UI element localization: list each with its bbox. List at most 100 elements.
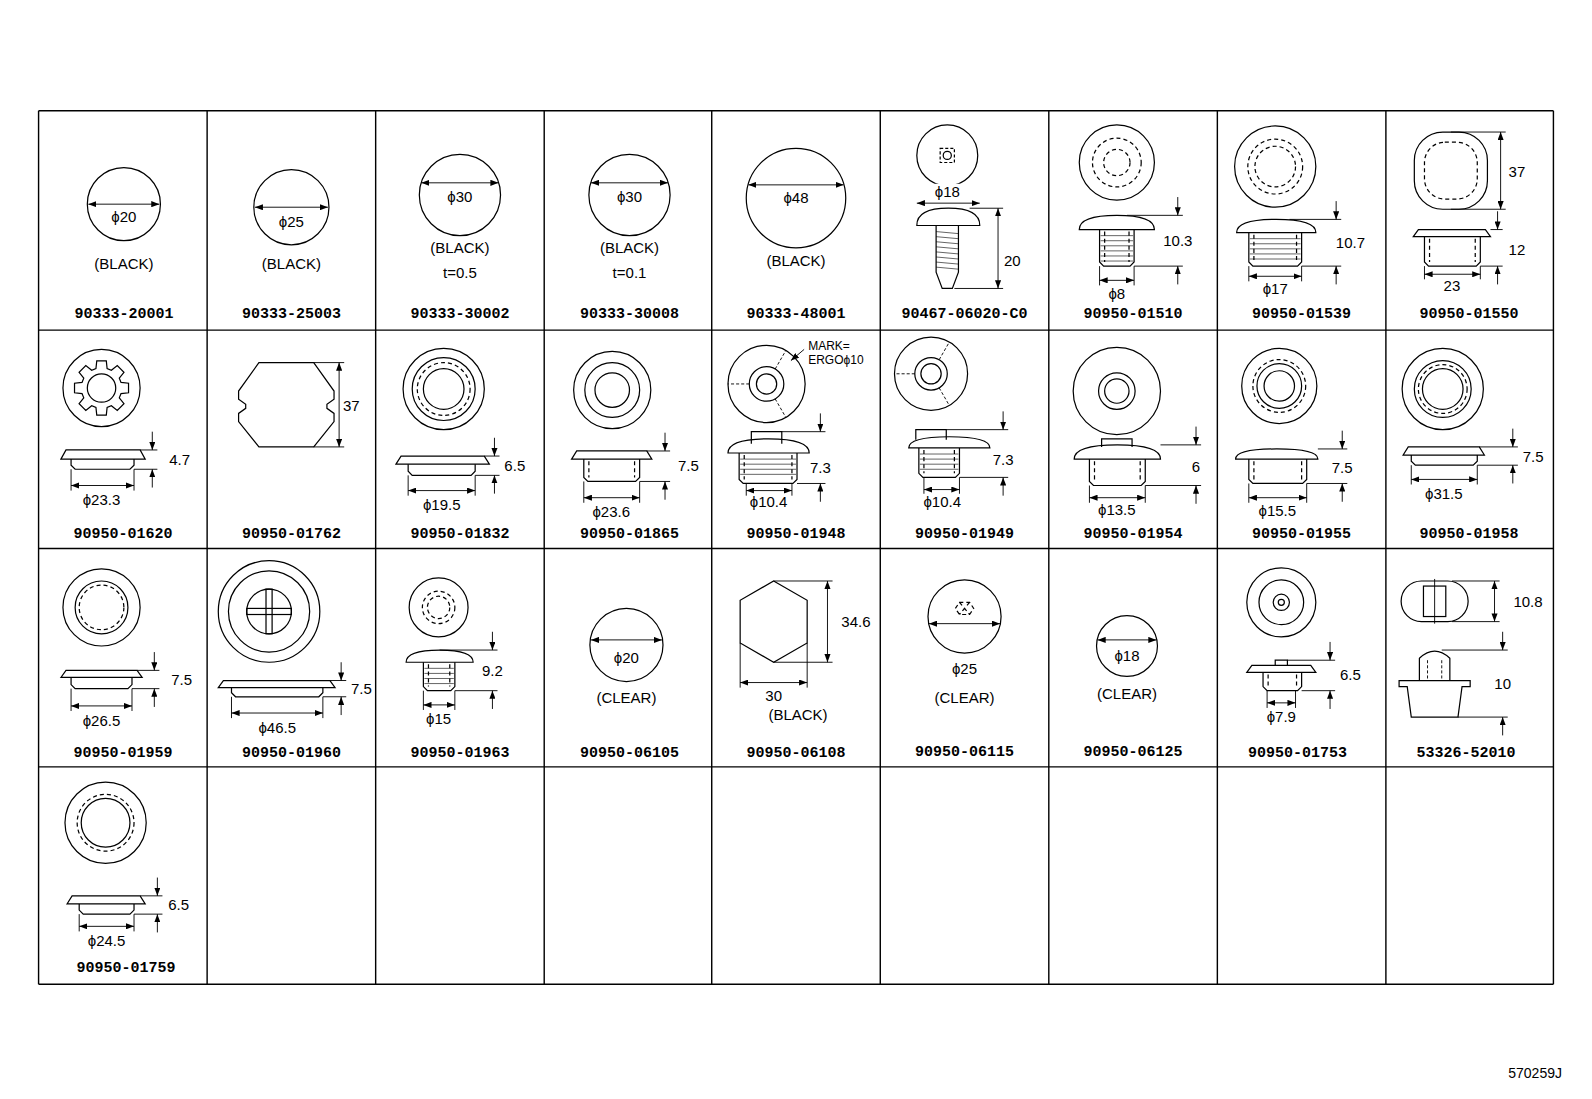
dimension-arrow (408, 490, 475, 491)
part-number: 90333-30008 (578, 307, 681, 324)
dimension-arrow (1336, 201, 1337, 219)
rib-line (740, 469, 796, 470)
grid-line (880, 111, 881, 985)
rib-line (1101, 245, 1133, 246)
grid-line (1553, 111, 1554, 985)
outline-circle (728, 345, 805, 422)
dimension-label: ϕ20 (612, 650, 641, 667)
extension-line (1451, 209, 1506, 210)
part-number: 53326-52010 (1415, 745, 1518, 762)
outline-circle (1248, 139, 1303, 194)
outline-circle (1242, 348, 1317, 423)
dimension-label: ϕ15.5 (1256, 503, 1298, 520)
thread-line (936, 232, 958, 234)
color-note: (CLEAR) (932, 690, 996, 707)
outline-circle (218, 561, 320, 663)
body-side (1411, 455, 1477, 465)
dimension-arrow (1502, 717, 1503, 735)
body-side (919, 448, 960, 477)
outline-circle (746, 148, 846, 248)
dimension-label: ϕ30 (615, 189, 644, 206)
extension-line (323, 696, 346, 697)
dimension-label: 9.2 (480, 663, 505, 680)
dimension-arrow (1249, 497, 1307, 498)
dimension-arrow (1342, 483, 1343, 501)
grid-line (206, 111, 207, 985)
dimension-arrow (152, 469, 153, 487)
dimension-arrow (423, 704, 454, 705)
slit-line (775, 351, 786, 369)
extension-line (1480, 266, 1481, 279)
outline-circle (419, 154, 500, 235)
extension-line (475, 475, 476, 495)
color-note: t=0.1 (611, 265, 649, 282)
color-note: (BLACK) (764, 253, 827, 270)
body-side (231, 688, 322, 697)
outline-circle (1235, 126, 1316, 207)
thread-line (936, 237, 958, 239)
color-note: (BLACK) (92, 256, 155, 273)
extension-line (71, 689, 72, 711)
rib-line (920, 459, 959, 460)
outline-circle (1422, 369, 1463, 410)
dimension-label: ϕ10.4 (921, 494, 963, 511)
color-note: (CLEAR) (594, 690, 658, 707)
part-number: 90950-06108 (744, 745, 847, 762)
dimension-arrow (71, 485, 134, 486)
extension-line (647, 450, 670, 451)
extension-line (1127, 215, 1183, 216)
extension-line (1480, 266, 1502, 267)
part-number: 90950-01954 (1082, 527, 1185, 544)
body-side (1249, 233, 1302, 267)
extension-line (1248, 483, 1249, 502)
rib-line (920, 454, 959, 455)
extension-line (423, 691, 424, 710)
extension-line (1477, 465, 1518, 466)
extension-line (1452, 580, 1500, 581)
extension-line (1424, 266, 1425, 279)
outline-circle (422, 591, 454, 624)
knob-side (1275, 660, 1287, 665)
extension-line (583, 481, 584, 502)
grid-line (38, 111, 39, 985)
rib-line (920, 464, 959, 465)
outline-circle (943, 151, 951, 159)
oval-outline (1414, 132, 1487, 209)
outline-circle (1418, 365, 1467, 414)
dimension-arrow (740, 682, 807, 683)
extension-line (774, 580, 833, 581)
grid-line (543, 111, 544, 985)
mark-note: MARK= ERGOϕ10 (806, 340, 865, 368)
part-number: 90950-06105 (578, 745, 681, 762)
flange-side (1413, 230, 1490, 237)
body-side (584, 459, 640, 481)
body-side (79, 904, 134, 914)
part-number: 90950-01959 (71, 745, 174, 762)
extension-line (314, 362, 344, 363)
outline-circle (247, 589, 292, 634)
rib-line (740, 474, 796, 475)
body-side (1249, 459, 1307, 483)
outline-circle (1257, 364, 1302, 409)
part-number: 90333-20001 (72, 307, 175, 324)
slit-line (939, 342, 949, 360)
part-number: 90950-01759 (74, 961, 177, 978)
extension-line (1442, 650, 1508, 651)
part-number: 90950-01620 (71, 527, 174, 544)
flange-side (67, 896, 145, 904)
cap-side (406, 650, 473, 662)
dimension-arrow (820, 413, 821, 431)
outline-circle (1105, 379, 1129, 403)
dimension-arrow (1497, 211, 1498, 229)
rib-line (424, 673, 453, 674)
dimension-arrow (1196, 486, 1197, 504)
outline-circle (1092, 138, 1141, 187)
rib-line (424, 678, 453, 679)
extension-line (797, 483, 825, 484)
outline-circle (254, 170, 329, 245)
extension-line (923, 477, 924, 494)
extension-line (408, 475, 409, 495)
flange-side (1247, 665, 1316, 672)
rib-line (1250, 259, 1301, 260)
extension-line (1306, 483, 1307, 502)
